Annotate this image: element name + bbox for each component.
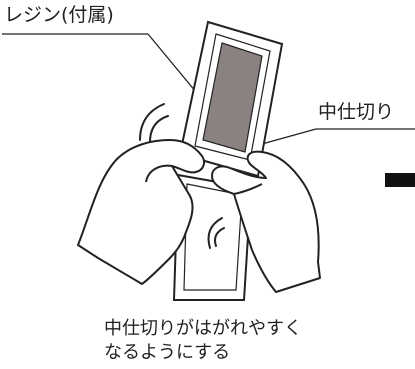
- page-edge-marker: [385, 173, 415, 187]
- caption-line-2: なるようにする: [104, 342, 231, 363]
- resin-cell: [202, 42, 263, 153]
- motion-marks: [139, 103, 225, 249]
- right-hand: [211, 150, 321, 293]
- left-hand: [77, 139, 205, 285]
- divider-label: 中仕切り: [318, 101, 395, 123]
- caption-line-1: 中仕切りがはがれやすく: [104, 318, 302, 339]
- resin-label: レジン(付属): [4, 4, 114, 26]
- resin-leader: [2, 33, 197, 93]
- resin-package-upper: [178, 20, 284, 178]
- caption: 中仕切りがはがれやすく なるようにする: [104, 317, 302, 365]
